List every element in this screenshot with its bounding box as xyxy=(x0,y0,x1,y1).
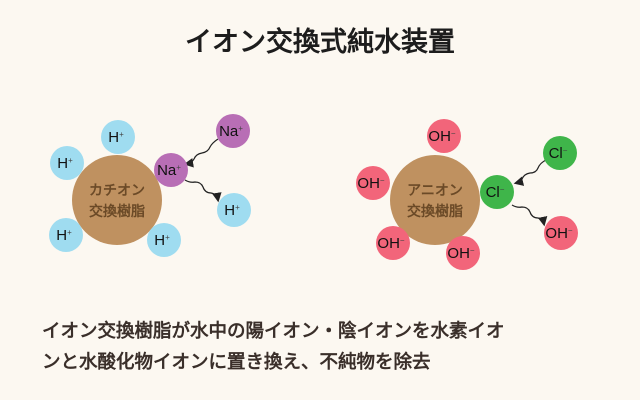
ion-charge: − xyxy=(380,176,385,185)
description-line-2: ンと水酸化物イオンに置き換え、不純物を除去 xyxy=(42,352,431,373)
description-line-1: イオン交換樹脂が水中の陽イオン・陰イオンを水素イオ xyxy=(42,321,505,342)
h-ion-label: H+ xyxy=(154,232,170,249)
h-ion xyxy=(49,218,83,252)
ion-symbol: Na xyxy=(157,162,177,179)
ion-symbol: H xyxy=(57,155,68,172)
na-ion-incoming-label: Na+ xyxy=(219,123,243,140)
na-ion-exchanged xyxy=(154,153,188,187)
oh-ion xyxy=(446,236,480,270)
oh-ion-label: OH− xyxy=(357,175,385,192)
ion-charge: + xyxy=(165,233,170,242)
ion-charge: − xyxy=(400,236,405,245)
na-ion-exchanged-label: Na+ xyxy=(157,162,181,179)
ion-charge: − xyxy=(470,246,475,255)
cl-ion-exchanged xyxy=(480,175,514,209)
oh-ion-label: OH− xyxy=(428,128,456,145)
ion-symbol: OH xyxy=(377,235,400,252)
ion-charge: + xyxy=(238,124,243,133)
cl-ion-incoming xyxy=(543,136,577,170)
cation-resin-label-1: カチオン xyxy=(89,183,145,199)
cl-ion-incoming-label: Cl− xyxy=(549,145,568,162)
h-ion xyxy=(101,120,135,154)
ion-symbol: OH xyxy=(447,245,470,262)
cation-resin-label-2: 交換樹脂 xyxy=(89,203,145,220)
cl-ion-exchanged-label: Cl− xyxy=(486,184,505,201)
wavy-arrow-out xyxy=(511,204,548,227)
ion-symbol: OH xyxy=(428,128,451,145)
h-ion-released-label: H+ xyxy=(224,202,240,219)
anion-resin-label-1: アニオン xyxy=(407,183,463,199)
h-ion-label: H+ xyxy=(57,155,73,172)
anion-exchange-group: アニオン 交換樹脂 OH−OH−OH−OH−Cl−Cl−OH− xyxy=(356,119,578,270)
description: イオン交換樹脂が水中の陽イオン・陰イオンを水素イオ ンと水酸化物イオンに置き換え… xyxy=(42,316,612,378)
ion-symbol: OH xyxy=(545,225,568,242)
ion-charge: + xyxy=(68,156,73,165)
oh-ion-label: OH− xyxy=(377,235,405,252)
ion-charge: + xyxy=(119,130,124,139)
ion-symbol: OH xyxy=(357,175,380,192)
ion-charge: − xyxy=(568,226,573,235)
ion-symbol: Na xyxy=(219,123,239,140)
h-ion-label: H+ xyxy=(56,227,72,244)
ion-charge: + xyxy=(235,203,240,212)
oh-ion xyxy=(356,166,390,200)
h-ion xyxy=(147,223,181,257)
ion-symbol: H xyxy=(108,129,119,146)
oh-ion xyxy=(427,119,461,153)
anion-resin-label-2: 交換樹脂 xyxy=(407,203,463,220)
oh-ion-released-label: OH− xyxy=(545,225,573,242)
ion-symbol: Cl xyxy=(486,184,500,201)
oh-ion-label: OH− xyxy=(447,245,475,262)
wavy-arrow-in xyxy=(513,159,547,186)
na-ion-incoming xyxy=(216,114,250,148)
ion-charge: − xyxy=(563,146,568,155)
anion-resin xyxy=(390,155,480,245)
h-ion-label: H+ xyxy=(108,129,124,146)
ion-charge: − xyxy=(500,185,505,194)
ion-symbol: H xyxy=(224,202,235,219)
ion-charge: + xyxy=(67,228,72,237)
page-title: イオン交換式純水装置 xyxy=(185,27,455,58)
h-ion-released xyxy=(217,193,251,227)
cation-resin xyxy=(72,155,162,245)
oh-ion-released xyxy=(544,216,578,250)
h-ion xyxy=(50,146,84,180)
ion-symbol: H xyxy=(154,232,165,249)
cation-exchange-group: カチオン 交換樹脂 H+H+H+H+Na+Na+H+ xyxy=(49,114,251,257)
ion-charge: + xyxy=(176,163,181,172)
wavy-arrow-in xyxy=(183,138,219,168)
wavy-arrow-out xyxy=(184,179,222,203)
ion-charge: − xyxy=(451,129,456,138)
ion-symbol: H xyxy=(56,227,67,244)
oh-ion xyxy=(376,226,410,260)
ion-symbol: Cl xyxy=(549,145,563,162)
